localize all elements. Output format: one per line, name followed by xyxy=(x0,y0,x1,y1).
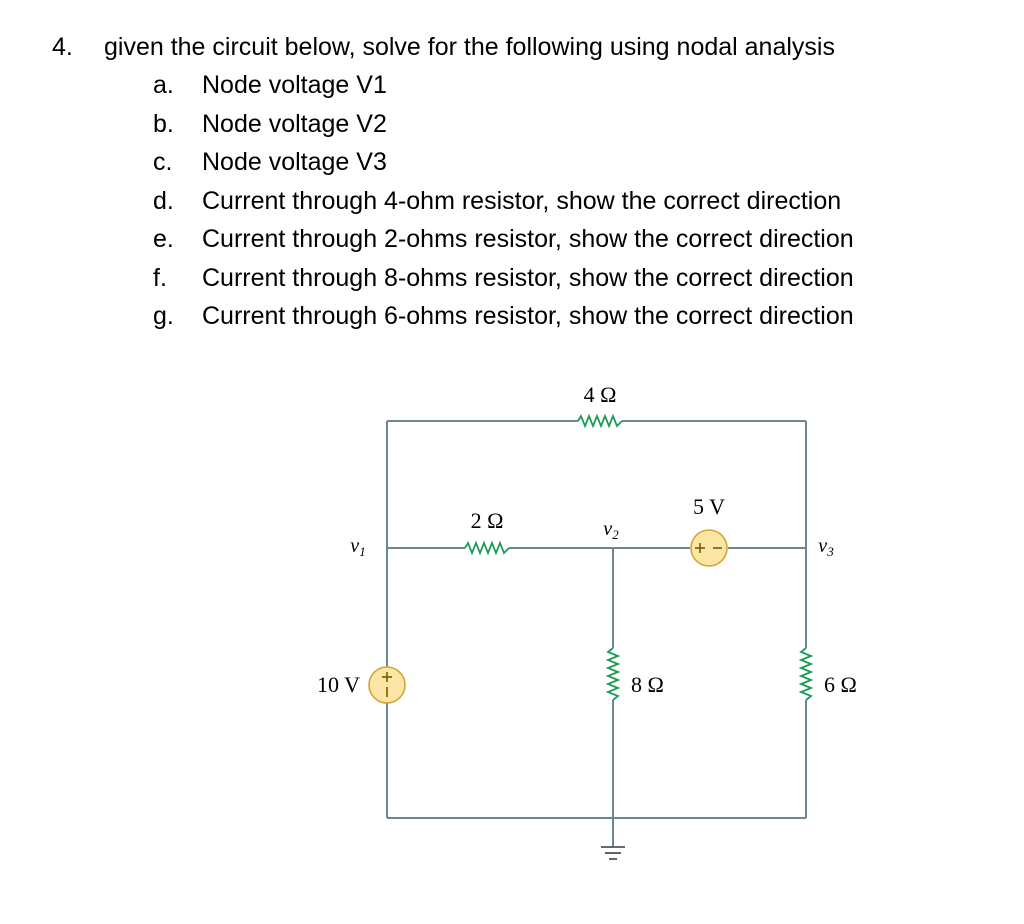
question-number: 4. xyxy=(52,33,73,61)
resistor-4-ohm xyxy=(577,413,623,429)
question-item: c. Node voltage V3 xyxy=(52,143,1002,182)
question-item: g. Current through 6-ohms resistor, show … xyxy=(52,297,1002,336)
node-label-v3: v3 xyxy=(818,535,834,559)
circuit-wires xyxy=(386,420,807,847)
label-4-ohm: 4 Ω xyxy=(584,382,617,407)
question-item-text: Current through 2-ohms resistor, show th… xyxy=(202,225,854,253)
voltage-source-5v-body xyxy=(690,529,728,567)
question-item-text: Node voltage V3 xyxy=(202,148,387,176)
label-8-ohm: 8 Ω xyxy=(631,672,664,697)
question-item-text: Current through 4-ohm resistor, show the… xyxy=(202,186,842,215)
voltage-source-10v-body xyxy=(368,666,406,704)
question-item-label: g. xyxy=(153,302,174,330)
question-item-text: Node voltage V1 xyxy=(202,71,387,99)
question-item-label: b. xyxy=(153,109,174,138)
question-block: 4. given the circuit below, solve for th… xyxy=(52,28,1002,336)
ground-icon xyxy=(601,846,625,860)
question-item-text: Node voltage V2 xyxy=(202,109,387,138)
question-item-label: c. xyxy=(153,148,173,176)
question-item-label: d. xyxy=(153,186,174,215)
question-text: given the circuit below, solve for the f… xyxy=(104,33,835,61)
question-item-label: e. xyxy=(153,225,174,253)
label-6-ohm: 6 Ω xyxy=(824,672,857,697)
question-item: e. Current through 2-ohms resistor, show … xyxy=(52,220,1002,259)
label-2-ohm: 2 Ω xyxy=(471,508,504,533)
label-5v: 5 V xyxy=(693,494,725,519)
question-items: a. Node voltage V1 b. Node voltage V2 c. Node… xyxy=(52,66,1002,336)
question-item-label: a. xyxy=(153,71,174,99)
resistor-8-ohm xyxy=(605,647,621,701)
voltage-source-5v xyxy=(690,529,728,567)
question-header: 4. given the circuit below, solve for th… xyxy=(52,28,1002,66)
question-item: a. Node voltage V1 xyxy=(52,66,1002,105)
question-item-label: f. xyxy=(153,263,167,292)
question-item-text: Current through 6-ohms resistor, show th… xyxy=(202,302,854,330)
label-10v: 10 V xyxy=(317,672,360,697)
question-item: b. Node voltage V2 xyxy=(52,105,1002,144)
resistor-2-ohm xyxy=(464,540,510,556)
resistor-6-ohm xyxy=(798,647,814,701)
question-item: f. Current through 8-ohms resistor, show … xyxy=(52,259,1002,298)
question-item-text: Current through 8-ohms resistor, show th… xyxy=(202,263,854,292)
node-label-v1: v1 xyxy=(350,535,365,559)
node-label-v2: v2 xyxy=(603,518,619,542)
voltage-source-10v xyxy=(368,666,406,704)
question-item: d. Current through 4-ohm resistor, show t… xyxy=(52,182,1002,221)
